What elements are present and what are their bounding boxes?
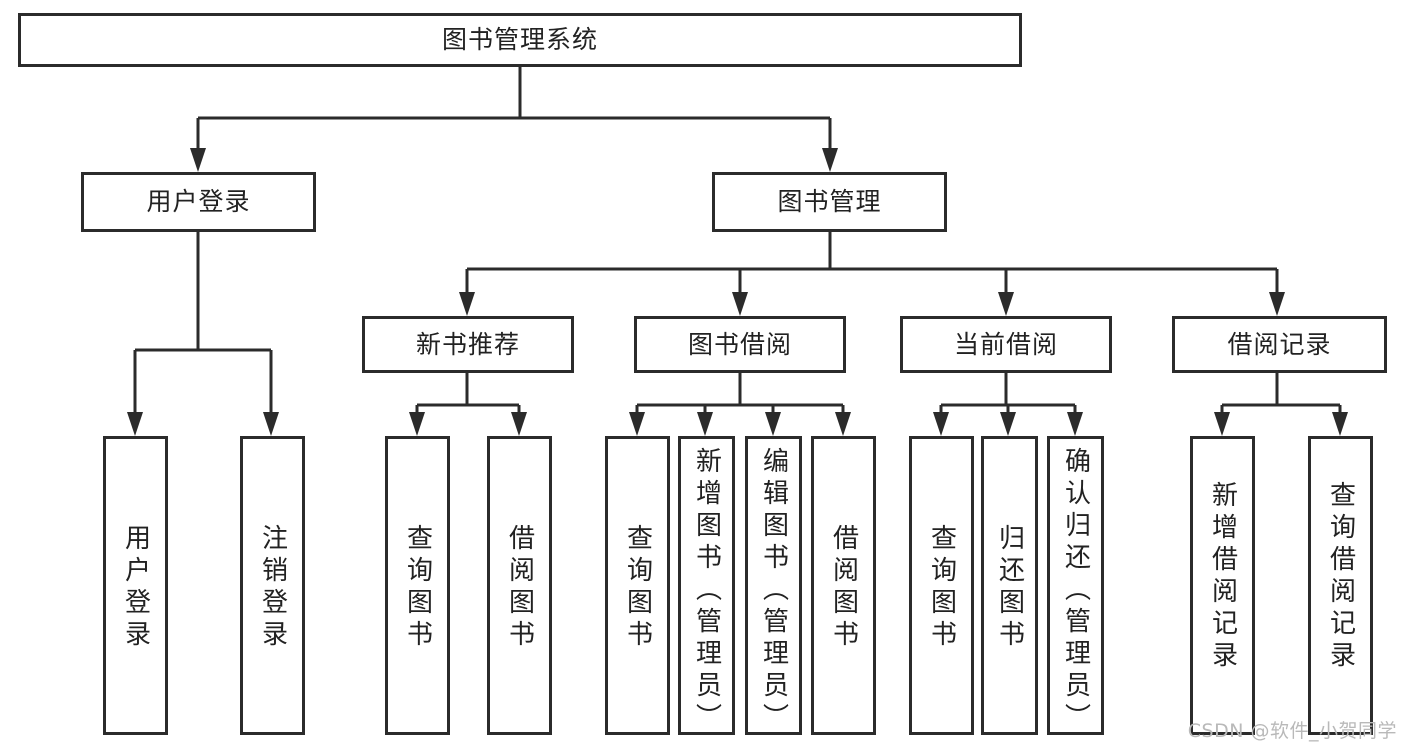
node-new-book-recommend-label: 新书推荐 — [415, 329, 520, 359]
node-leaf-return-book[interactable]: 归还图书 — [981, 436, 1038, 735]
node-leaf-logout-login[interactable]: 注销登录 — [240, 436, 305, 735]
node-book-management-label: 图书管理 — [777, 187, 882, 217]
node-leaf-logout-login-label: 注销登录 — [257, 524, 288, 652]
node-leaf-add-record[interactable]: 新增借阅记录 — [1190, 436, 1255, 735]
node-leaf-edit-book[interactable]: 编辑图书（管理员） — [745, 436, 802, 735]
node-user-login[interactable]: 用户登录 — [81, 172, 316, 232]
arrowhead-leaf-return-book — [1000, 412, 1016, 436]
node-borrow-record-label: 借阅记录 — [1227, 329, 1332, 359]
node-borrow-record[interactable]: 借阅记录 — [1172, 316, 1387, 373]
node-leaf-add-record-label: 新增借阅记录 — [1207, 481, 1238, 673]
node-leaf-add-book[interactable]: 新增图书（管理员） — [678, 436, 735, 735]
node-leaf-confirm-return-label: 确认归还（管理员） — [1060, 447, 1091, 735]
arrowhead-user-login — [190, 148, 206, 172]
node-root-label: 图书管理系统 — [441, 25, 598, 55]
arrowhead-leaf-confirm-return — [1067, 412, 1083, 436]
arrowhead-leaf-query-book-2 — [629, 412, 645, 436]
arrowhead-leaf-borrow-book-1 — [511, 412, 527, 436]
watermark-text: CSDN @软件_小贺同学 — [1187, 720, 1397, 742]
arrowhead-leaf-borrow-book-2 — [835, 412, 851, 436]
node-leaf-user-login[interactable]: 用户登录 — [103, 436, 168, 735]
arrowhead-leaf-user-login — [127, 412, 143, 436]
arrowhead-new-book-recommend — [459, 292, 475, 316]
arrowhead-leaf-edit-book — [765, 412, 781, 436]
node-leaf-borrow-book-1-label: 借阅图书 — [504, 524, 535, 652]
node-user-login-label: 用户登录 — [146, 187, 251, 217]
arrowhead-borrow-record — [1269, 292, 1285, 316]
node-leaf-add-book-label: 新增图书（管理员） — [691, 447, 722, 735]
node-book-management[interactable]: 图书管理 — [712, 172, 947, 232]
node-leaf-borrow-book-2-label: 借阅图书 — [828, 524, 859, 652]
node-leaf-query-book-1-label: 查询图书 — [402, 524, 433, 652]
arrowhead-book-management — [822, 148, 838, 172]
arrowhead-current-borrow — [998, 292, 1014, 316]
arrowhead-book-borrow — [732, 292, 748, 316]
node-book-borrow-label: 图书借阅 — [687, 329, 792, 359]
arrowhead-leaf-add-book — [697, 412, 713, 436]
node-leaf-return-book-label: 归还图书 — [994, 524, 1025, 652]
node-leaf-borrow-book-2[interactable]: 借阅图书 — [811, 436, 876, 735]
arrowhead-leaf-query-book-1 — [409, 412, 425, 436]
node-new-book-recommend[interactable]: 新书推荐 — [362, 316, 574, 373]
arrowhead-leaf-add-record — [1214, 412, 1230, 436]
node-root[interactable]: 图书管理系统 — [18, 13, 1022, 67]
node-leaf-query-book-3[interactable]: 查询图书 — [909, 436, 974, 735]
node-current-borrow-label: 当前借阅 — [953, 329, 1058, 359]
node-leaf-confirm-return[interactable]: 确认归还（管理员） — [1047, 436, 1104, 735]
arrowhead-leaf-query-book-3 — [933, 412, 949, 436]
node-current-borrow[interactable]: 当前借阅 — [900, 316, 1112, 373]
node-leaf-user-login-label: 用户登录 — [120, 524, 151, 652]
node-leaf-edit-book-label: 编辑图书（管理员） — [758, 447, 789, 735]
node-leaf-query-record[interactable]: 查询借阅记录 — [1308, 436, 1373, 735]
node-leaf-query-book-2[interactable]: 查询图书 — [605, 436, 670, 735]
node-book-borrow[interactable]: 图书借阅 — [634, 316, 846, 373]
arrowhead-leaf-query-record — [1332, 412, 1348, 436]
node-leaf-query-book-2-label: 查询图书 — [622, 524, 653, 652]
arrowhead-leaf-logout-login — [263, 412, 279, 436]
node-leaf-borrow-book-1[interactable]: 借阅图书 — [487, 436, 552, 735]
node-leaf-query-book-3-label: 查询图书 — [926, 524, 957, 652]
node-leaf-query-book-1[interactable]: 查询图书 — [385, 436, 450, 735]
node-leaf-query-record-label: 查询借阅记录 — [1325, 481, 1356, 673]
